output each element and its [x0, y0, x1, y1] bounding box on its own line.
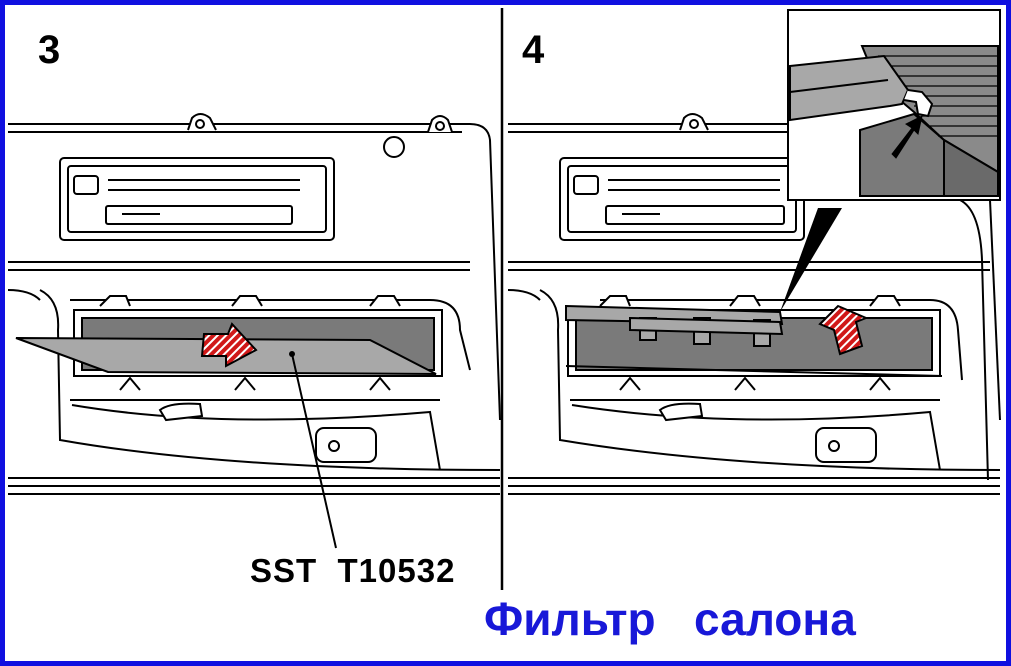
latch-arrow [891, 115, 923, 159]
panel-3-dashboard [7, 113, 501, 495]
tool-leader-line [291, 353, 337, 549]
detail-inset [787, 9, 1001, 201]
push-arrow-3 [200, 322, 258, 368]
caption: Фильтр салона [484, 593, 856, 645]
tool-label: SST T10532 [250, 552, 456, 589]
step-number-3: 3 [38, 28, 61, 72]
pull-arrow-4 [818, 304, 869, 356]
cabin-filter-element [565, 304, 784, 347]
step-number-4: 4 [522, 28, 545, 72]
detail-callout-pointer [780, 208, 842, 312]
panel-4-dashboard [507, 113, 1001, 495]
